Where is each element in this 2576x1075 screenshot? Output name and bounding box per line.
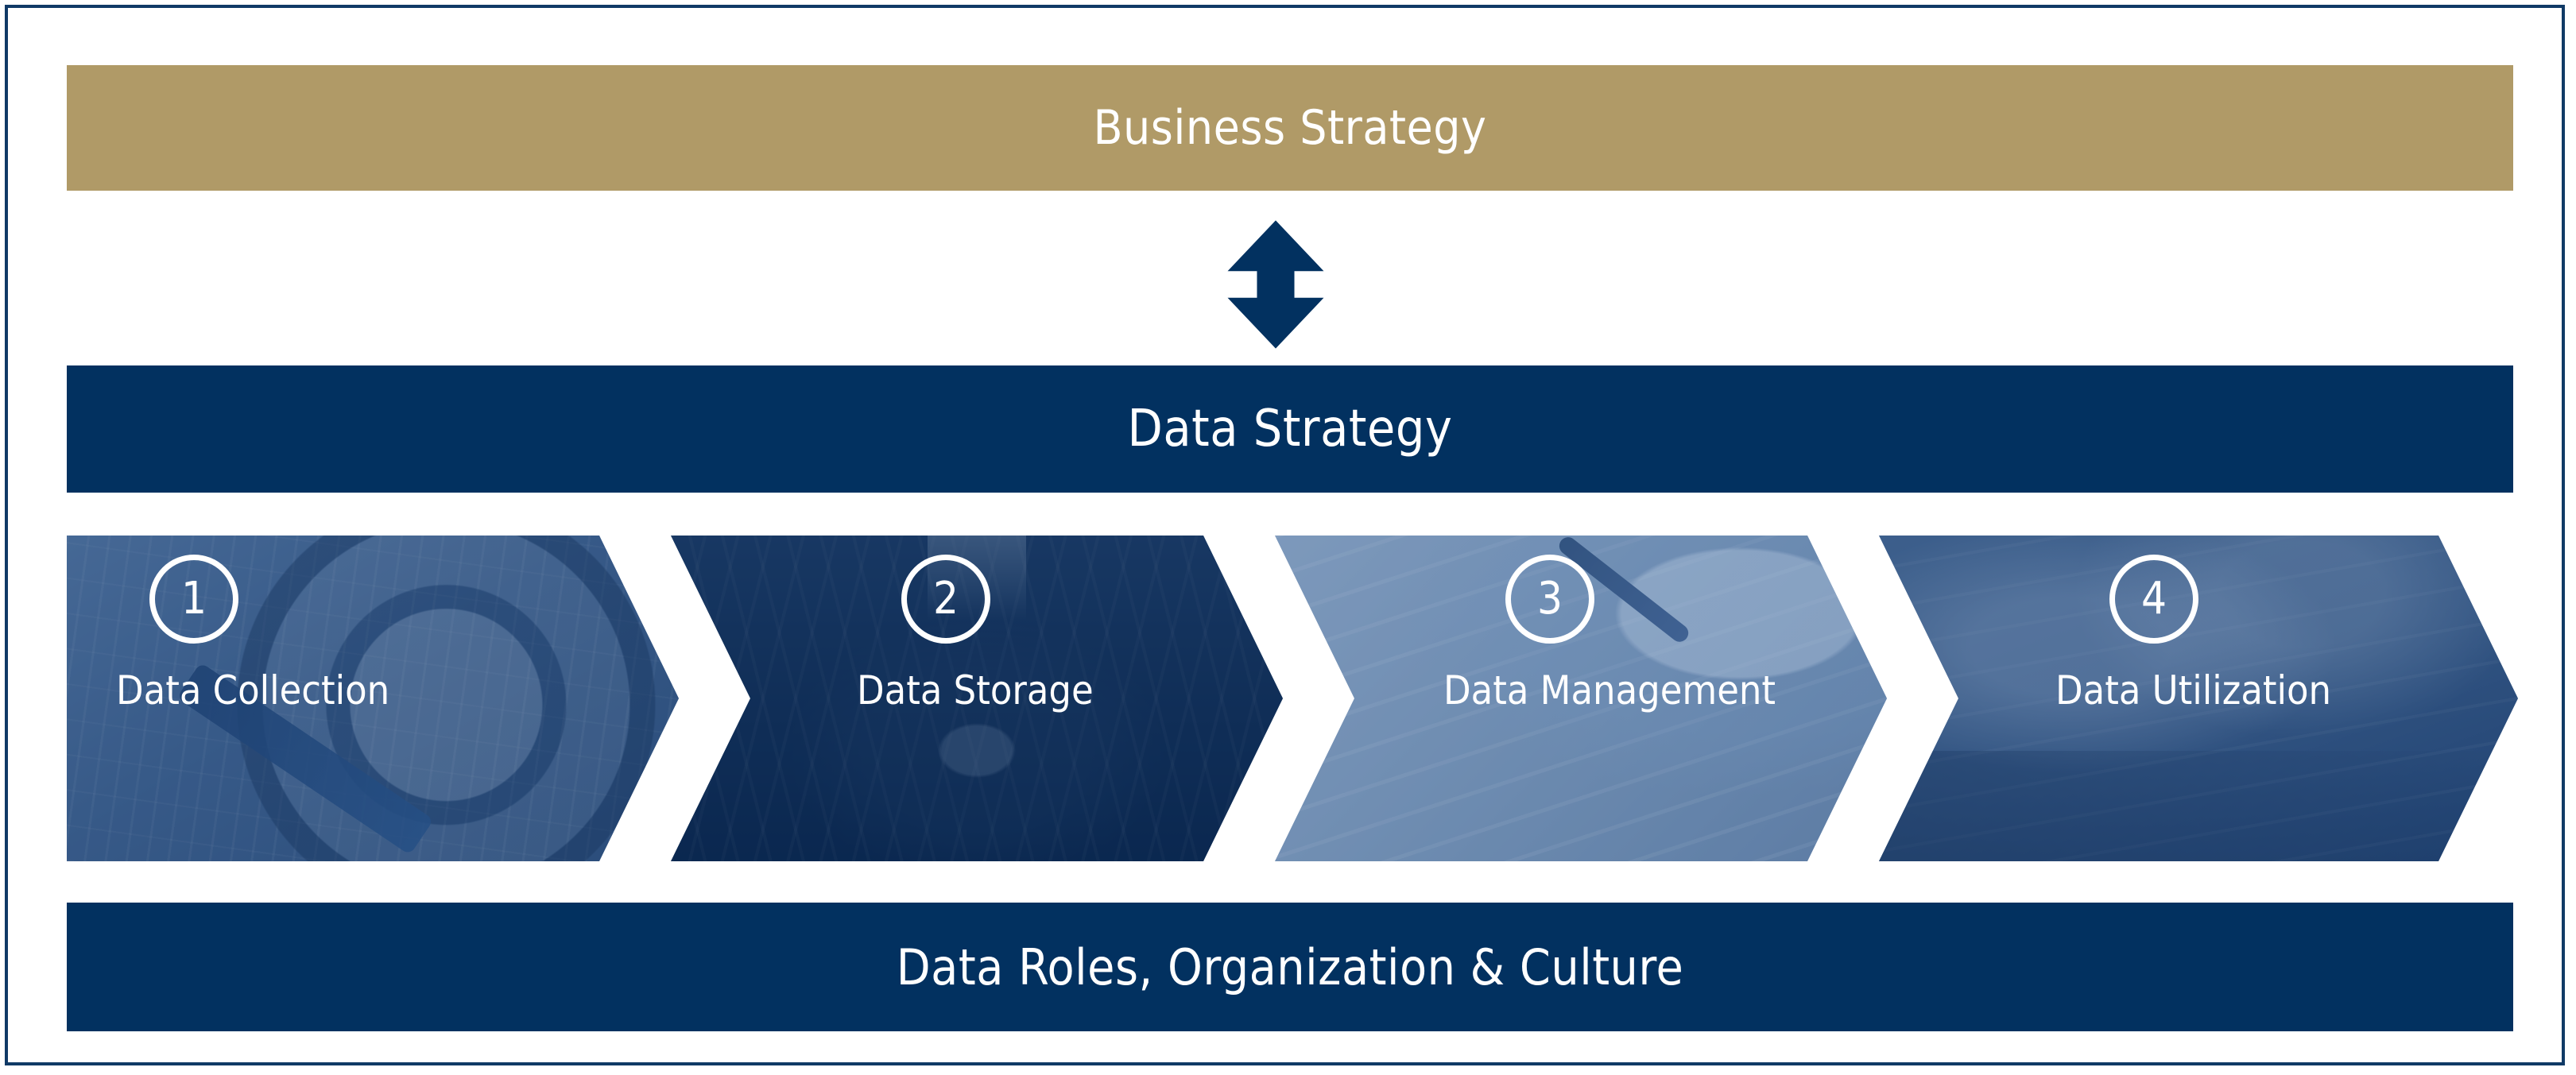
step-chevron-data-storage[interactable]: 2	[671, 536, 1283, 861]
data-roles-bar: Data Roles, Organization & Culture	[67, 903, 2513, 1031]
step-number: 1	[180, 573, 207, 625]
data-strategy-label: Data Strategy	[1127, 400, 1453, 458]
photo-tint-overlay	[1879, 536, 2518, 861]
data-utilization-photo	[1879, 536, 2518, 861]
step-number: 2	[932, 573, 959, 625]
business-strategy-bar: Business Strategy	[67, 65, 2513, 191]
step-number-badge: 3	[1505, 555, 1594, 644]
step-number-badge: 4	[2109, 555, 2198, 644]
data-strategy-bar: Data Strategy	[67, 365, 2513, 493]
step-chevron-data-collection[interactable]: 1	[67, 536, 679, 861]
step-chevron-data-management[interactable]: 3	[1275, 536, 1887, 861]
business-strategy-label: Business Strategy	[1093, 100, 1487, 156]
step-number: 4	[2140, 573, 2167, 625]
step-chevron-data-utilization[interactable]: 4	[1879, 536, 2518, 861]
data-roles-label: Data Roles, Organization & Culture	[896, 938, 1684, 996]
step-number: 3	[1536, 573, 1563, 625]
double-arrow-icon	[1209, 218, 1342, 351]
step-number-badge: 2	[901, 555, 990, 644]
step-number-badge: 1	[149, 555, 238, 644]
data-lifecycle-steps: 1 2 3	[8, 536, 2576, 861]
diagram-frame: Business Strategy Data Strategy 1 2	[5, 5, 2565, 1065]
